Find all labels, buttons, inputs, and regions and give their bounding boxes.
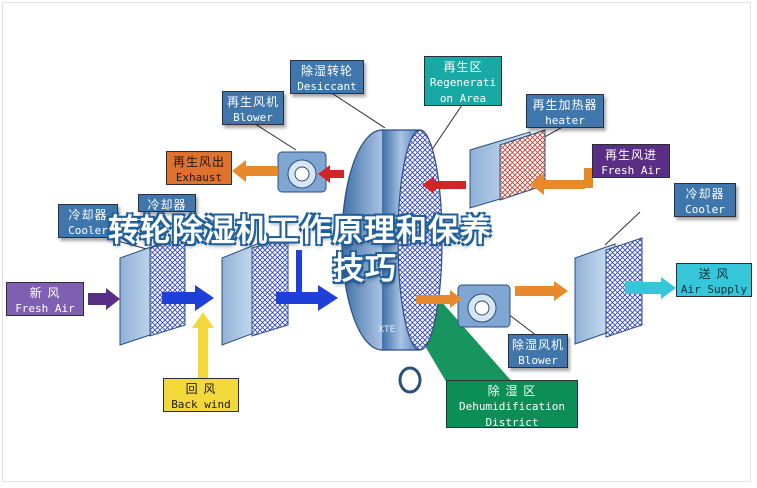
label-cooler-left: 冷却器 Cooler (58, 204, 118, 238)
cooler-right-cn: 冷却器 (685, 187, 725, 201)
back-wind-en: Back wind (171, 398, 231, 411)
label-regen-area: 再生区 Regenerati on Area (424, 56, 502, 106)
supply-en: Air Supply (680, 283, 748, 296)
dehumid-en2: District (485, 416, 539, 429)
label-desiccant: 除湿转轮 Desiccant (290, 60, 364, 94)
label-exhaust: 再生风出 Exhaust (166, 151, 232, 185)
label-process-blower: 除湿风机 Blower (508, 334, 568, 368)
title-line-2: 技巧 (333, 251, 397, 287)
label-fresh-air: 新 风 Fresh Air (6, 282, 84, 316)
process-orange-arrow-right (515, 281, 568, 301)
back-wind-cn: 回 风 (185, 382, 217, 396)
regen-area-en1: Regenerati (429, 76, 497, 89)
regen-heater-cn: 再生加热器 (532, 98, 598, 112)
regen-heater-shape (469, 129, 546, 209)
label-regen-blower: 再生风机 Blower (222, 91, 284, 125)
page-title: 转轮除湿机工作原理和保养 技巧 (108, 212, 668, 288)
exhaust-arrow (232, 160, 278, 182)
cooler-mid-cn: 冷却器 (147, 198, 187, 212)
regen-blower-shape (277, 151, 327, 193)
process-blower-shape (457, 284, 511, 328)
regen-area-cn: 再生区 (443, 60, 483, 74)
blue-arrow-1 (162, 285, 214, 311)
regen-blower-en: Blower (233, 111, 273, 124)
dehumid-en1: Dehumidification (459, 400, 565, 413)
cooler-left-shape (119, 237, 186, 346)
regen-heater-en: heater (545, 114, 585, 127)
regen-blower-cn: 再生风机 (226, 95, 279, 109)
label-dehumidification-district: 除 湿 区 Dehumidification District (446, 380, 578, 429)
blue-arrow-2 (276, 250, 338, 311)
label-air-supply: 送 风 Air Supply (676, 263, 752, 297)
process-blower-en: Blower (518, 354, 558, 367)
cooler-mid-shape (221, 237, 289, 346)
watermark-text: XTE (378, 325, 396, 335)
exhaust-cn: 再生风出 (172, 155, 225, 169)
process-orange-arrow-left (416, 290, 462, 308)
desiccant-cn: 除湿转轮 (300, 64, 353, 78)
red-return-arrow-top (318, 165, 344, 183)
cooler-left-cn: 冷却器 (68, 208, 108, 222)
title-line-1: 转轮除湿机工作原理和保养 (108, 213, 492, 249)
cooler-left-en: Cooler (68, 224, 108, 237)
cooler-right-shape (574, 237, 643, 345)
regen-fresh-arrow (530, 168, 593, 195)
red-regen-arrow (422, 176, 466, 194)
back-wind-arrow (192, 312, 214, 378)
label-regen-heater: 再生加热器 heater (526, 94, 604, 128)
fresh-air-arrow (88, 288, 120, 310)
supply-arrow (625, 277, 676, 299)
label-regen-fresh-air: 再生风进 Fresh Air (592, 144, 670, 178)
label-back-wind: 回 风 Back wind (163, 378, 239, 412)
regen-fresh-en: Fresh Air (601, 164, 661, 177)
cooler-right-en: Cooler (685, 203, 725, 216)
dehumid-cn: 除 湿 区 (487, 384, 537, 398)
process-blower-cn: 除湿风机 (511, 338, 564, 352)
label-cooler-right: 冷却器 Cooler (674, 183, 736, 217)
supply-cn: 送 风 (698, 267, 730, 281)
regen-area-en2: on Area (439, 92, 487, 105)
diagram-frame (2, 2, 751, 482)
exhaust-en: Exhaust (175, 171, 223, 184)
fresh-air-cn: 新 风 (29, 286, 61, 300)
fresh-air-en: Fresh Air (15, 302, 75, 315)
desiccant-en: Desiccant (297, 80, 357, 93)
label-cooler-mid: 冷却器 (138, 194, 196, 212)
regen-fresh-cn: 再生风进 (604, 148, 657, 162)
